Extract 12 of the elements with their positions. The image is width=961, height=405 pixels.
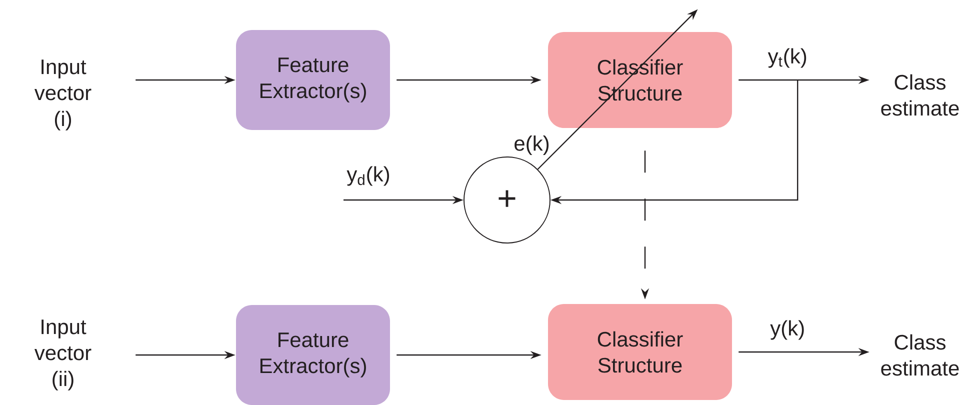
node-text: Input vector (i) bbox=[34, 60, 92, 130]
node-text: Class estimate bbox=[881, 74, 959, 116]
process-box: Feature Extractor(s) bbox=[236, 30, 390, 130]
edge-label: y$_{d}$(k) bbox=[346, 166, 390, 186]
process-box: Classifier Structure bbox=[548, 304, 732, 400]
edge-label: e(k) bbox=[514, 135, 549, 156]
edge-label: y$_{t}$(k) bbox=[768, 48, 806, 68]
node-text: Input vector (ii) bbox=[34, 320, 92, 390]
process-box: Feature Extractor(s) bbox=[236, 305, 390, 405]
node-text: Class estimate bbox=[881, 334, 959, 376]
edge-label: y(k) bbox=[770, 320, 804, 340]
summing-junction: + bbox=[464, 156, 550, 244]
